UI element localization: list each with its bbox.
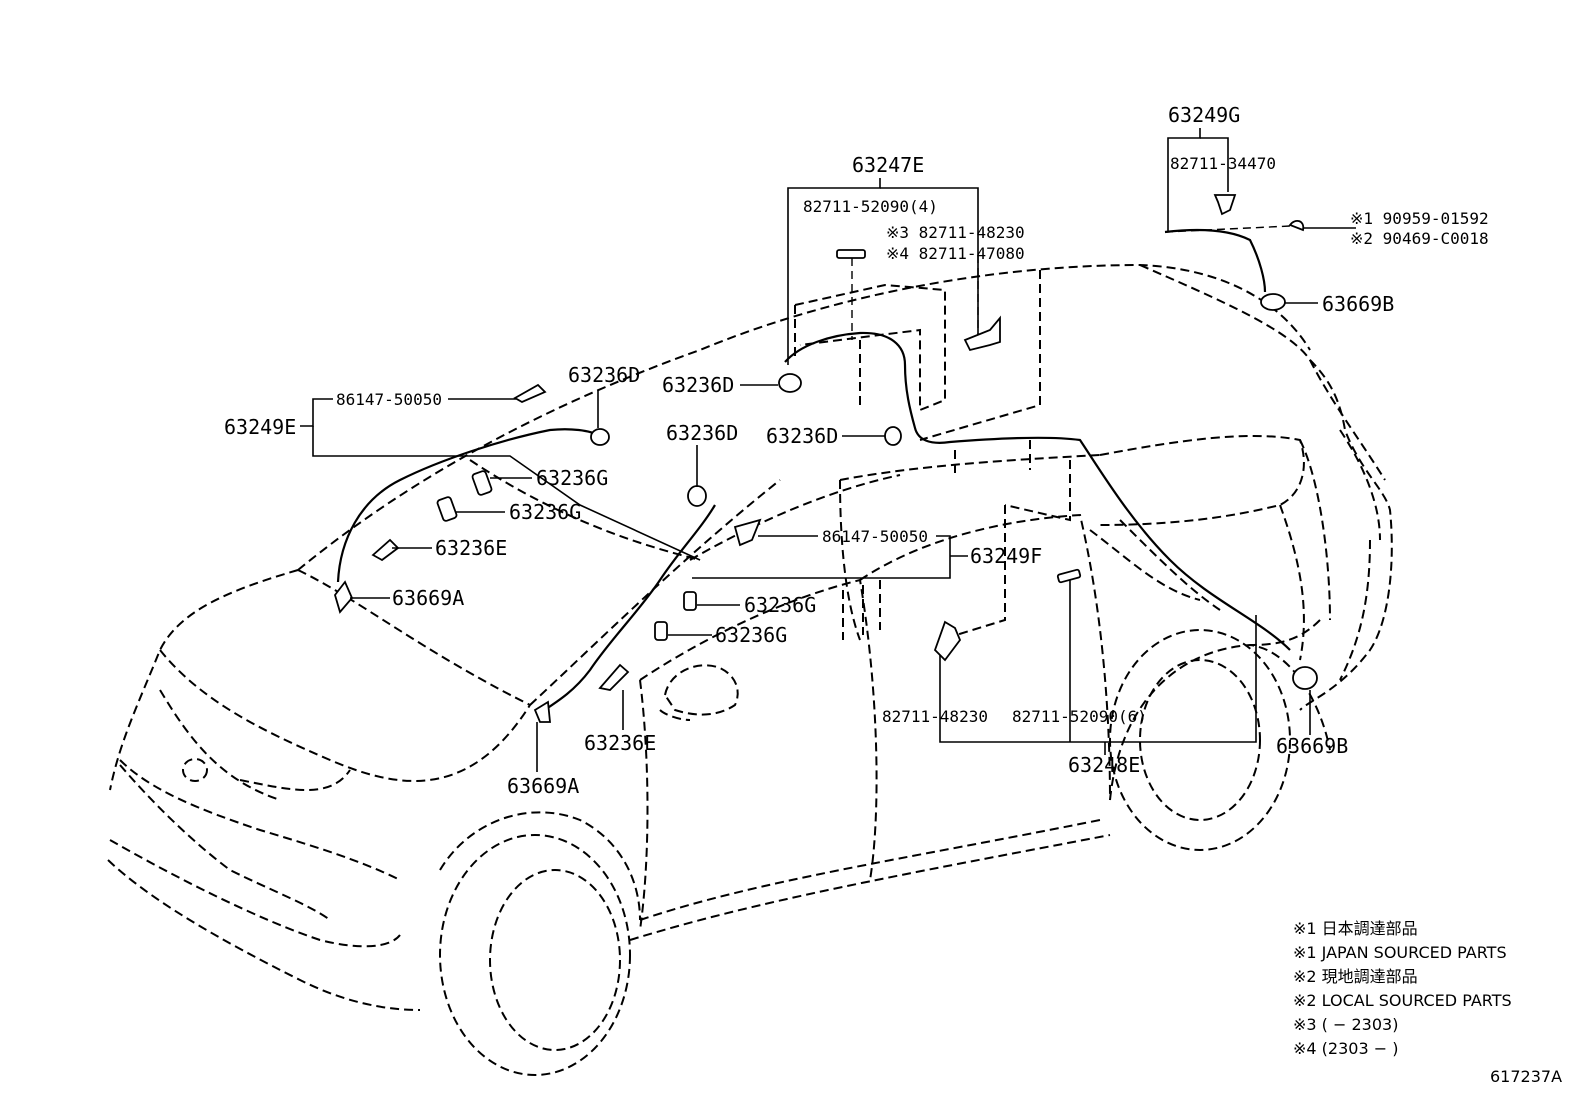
label-82711-47080-note4: ※4 82711-47080 [886,244,1025,263]
clamp-63236G-c-part [683,591,697,611]
label-63247E: 63247E [852,153,924,177]
joint-86147-left-part [513,383,547,404]
label-90469-C0018: ※2 90469-C0018 [1350,229,1489,248]
clamp-82711-34470-part [1213,194,1237,216]
label-63236D-1: 63236D [568,363,640,387]
label-63236E-2: 63236E [584,731,656,755]
clip-63236D-d-part [687,485,707,507]
clamp-63236E-b-part [598,663,630,691]
clip-63236D-c-part [590,428,610,446]
label-90959-01592: ※1 90959-01592 [1350,209,1489,228]
label-63248E: 63248E [1068,753,1140,777]
label-63669A-2: 63669A [507,774,579,798]
note-1-en: ※1 JAPAN SOURCED PARTS [1293,943,1507,962]
joint-82711-52090-6-part [1056,568,1082,584]
leader-lines [300,128,1356,772]
label-63236G-4: 63236G [715,623,787,647]
legend-notes: ※1 日本調達部品 ※1 JAPAN SOURCED PARTS ※2 現地調達… [1293,919,1512,1058]
clip-63236D-a-part [778,373,802,393]
clip-63236D-b-part [884,426,902,446]
label-63236D-3: 63236D [766,424,838,448]
diagram-id: 617237A [1490,1067,1562,1086]
label-86147-50050-mid: 86147-50050 [822,527,928,546]
label-63236G-1: 63236G [536,466,608,490]
clamp-63236E-a-part [371,538,400,562]
label-63236D-2: 63236D [662,373,734,397]
note-3: ※3 ( − 2303) [1293,1015,1398,1034]
nozzle-63669A-a-part [334,580,354,614]
label-63236G-2: 63236G [509,500,581,524]
label-82711-52090-4: 82711-52090(4) [803,197,938,216]
part-labels: 63247E 82711-52090(4) ※3 82711-48230 ※4 … [224,103,1489,798]
label-63669B-top: 63669B [1322,292,1394,316]
clamp-63236G-a-part [471,470,493,496]
clamp-82711-48230-part [963,315,1001,352]
label-63249F: 63249F [970,544,1042,568]
note-1-jp: ※1 日本調達部品 [1293,919,1418,938]
label-63669B-bottom: 63669B [1276,734,1348,758]
label-63669A-1: 63669A [392,586,464,610]
label-82711-34470: 82711-34470 [1170,154,1276,173]
label-82711-52090-6: 82711-52090(6) [1012,707,1147,726]
nozzle-63669B-top-part [1260,293,1286,311]
label-86147-50050-left: 86147-50050 [336,390,442,409]
joint-82711-52090-part [836,249,866,259]
label-82711-48230-bottom: 82711-48230 [882,707,988,726]
nozzle-63669A-b-part [533,700,551,723]
vehicle-outline [107,263,1393,1076]
joint-86147-mid-part [733,518,762,547]
nozzle-63669B-bottom-part [1292,666,1318,690]
label-63249G: 63249G [1168,103,1240,127]
label-63236D-4: 63236D [666,421,738,445]
label-63236G-3: 63236G [744,593,816,617]
small-parts [334,194,1318,723]
clamp-63236G-d-part [654,621,668,641]
clamp-63236G-b-part [436,496,458,522]
note-2-jp: ※2 現地調達部品 [1293,967,1418,986]
label-63249E: 63249E [224,415,296,439]
note-2-en: ※2 LOCAL SOURCED PARTS [1293,991,1512,1010]
clamp-82711-48230-bottom-part [933,620,962,662]
clip-90959-01592-part [1288,219,1305,232]
note-4: ※4 (2303 − ) [1293,1039,1398,1058]
label-82711-48230-note3: ※3 82711-48230 [886,223,1025,242]
label-63236E-1: 63236E [435,536,507,560]
